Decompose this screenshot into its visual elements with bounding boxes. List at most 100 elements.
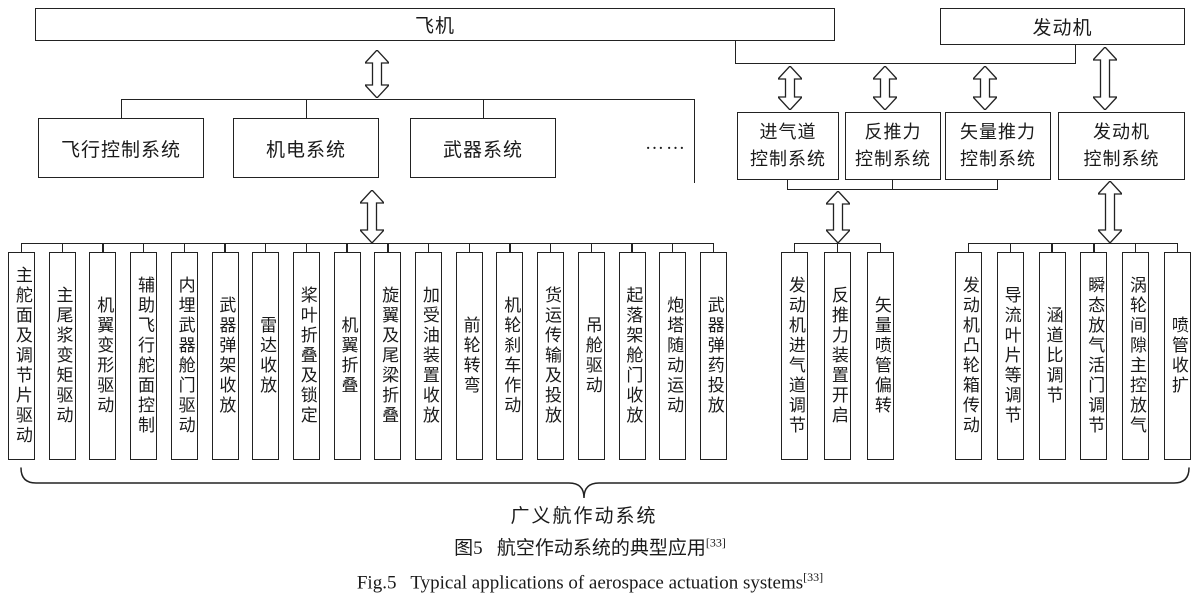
caption-en-ref: [33] [803, 570, 824, 584]
connector-line [735, 41, 737, 64]
connector-line [892, 180, 894, 190]
connector-line [694, 99, 696, 183]
caption-en-text: Fig.5 Typical applications of aerospace … [356, 572, 804, 594]
actuation-label: 涵道比调节 [1043, 306, 1063, 406]
box-label: 武器系统 [442, 139, 523, 161]
box-vector-thrust-control-system: 矢量推力 控制系统 [945, 112, 1051, 180]
connector-line [787, 180, 789, 190]
actuation-label: 武器弹架收放 [216, 296, 236, 416]
double-arrow-engine-actuation [1098, 181, 1122, 243]
actuation-box: 机翼变形驱动 [89, 244, 117, 460]
caption-zh-ref: [33] [705, 535, 726, 550]
actuation-label: 加受油装置收放 [419, 286, 439, 426]
caption-zh-text: 图5 航空作动系统的典型应用 [454, 538, 706, 559]
actuation-label: 矢量喷管偏转 [871, 296, 891, 416]
actuation-box: 吊舱驱动 [577, 244, 605, 460]
box-thrust-reverser-control-system: 反推力 控制系统 [845, 112, 941, 180]
double-arrow-aircraft-systems [365, 50, 389, 98]
actuation-label: 导流叶片等调节 [1001, 286, 1021, 426]
box-label: 发动机 控制系统 [1083, 122, 1160, 169]
connector-line [121, 99, 695, 101]
actuation-label: 喷管收扩 [1168, 316, 1188, 396]
actuation-label: 起落架舱门收放 [623, 286, 643, 426]
actuation-box: 货运传输及投放 [537, 244, 565, 460]
box-weapon-system: 武器系统 [410, 118, 556, 178]
box-label: 进气道 控制系统 [750, 122, 826, 169]
actuation-label: 瞬态放气活门调节 [1085, 276, 1105, 436]
actuation-box: 武器弹架收放 [211, 244, 239, 460]
double-arrow-vector-thrust-control [973, 66, 997, 110]
double-arrow-inlet-control [778, 66, 802, 110]
under-brace [20, 467, 1190, 499]
box-flight-control-system: 飞行控制系统 [38, 118, 204, 178]
actuation-box: 前轮转弯 [455, 244, 483, 460]
box-electromechanical-system: 机电系统 [233, 118, 379, 178]
actuation-box: 内埋武器舱门驱动 [170, 244, 198, 460]
box-label: 机电系统 [265, 139, 346, 161]
box-engine-control-system: 发动机 控制系统 [1058, 112, 1185, 180]
actuation-box: 武器弹药投放 [699, 244, 727, 460]
actuation-label: 武器弹药投放 [704, 296, 724, 416]
connector-line [483, 99, 485, 118]
actuation-box: 主尾浆变矩驱动 [48, 244, 76, 460]
double-arrow-engine-control [1093, 47, 1117, 110]
connector-line [21, 243, 714, 245]
box-engine: 发动机 [940, 8, 1185, 45]
actuation-label: 内埋武器舱门驱动 [175, 276, 195, 436]
actuation-label: 反推力装置开启 [828, 286, 848, 426]
actuation-label: 主尾浆变矩驱动 [53, 286, 73, 426]
figure-caption-en: Fig.5 Typical applications of aerospace … [0, 570, 1180, 594]
actuation-box: 加受油装置收放 [415, 244, 443, 460]
actuation-label: 辅助飞行舵面控制 [134, 276, 154, 436]
actuation-group-propulsion: 发动机进气道调节 反推力装置开启 矢量喷管偏转 [781, 244, 894, 460]
actuation-label: 主舵面及调节片驱动 [12, 266, 32, 446]
actuation-label: 机翼折叠 [338, 316, 358, 396]
figure-caption-zh: 图5 航空作动系统的典型应用[33] [0, 533, 1180, 560]
actuation-box: 机翼折叠 [333, 244, 361, 460]
actuation-label: 货运传输及投放 [541, 286, 561, 426]
connector-line [787, 189, 998, 191]
ellipsis-more-systems: …… [645, 133, 687, 154]
actuation-box: 雷达收放 [252, 244, 280, 460]
double-arrow-reverser-control [873, 66, 897, 110]
actuation-box: 旋翼及尾梁折叠 [374, 244, 402, 460]
double-arrow-propulsion-actuation [826, 191, 850, 243]
actuation-box: 辅助飞行舵面控制 [130, 244, 158, 460]
actuation-box: 矢量喷管偏转 [867, 244, 894, 460]
connector-line [121, 99, 123, 118]
actuation-label: 炮塔随动运动 [664, 296, 684, 416]
actuation-box: 发动机凸轮箱传动 [955, 244, 982, 460]
actuation-box: 起落架舱门收放 [618, 244, 646, 460]
actuation-label: 发动机进气道调节 [785, 276, 805, 436]
actuation-label: 前轮转弯 [460, 316, 480, 396]
actuation-label: 涡轮间隙主控放气 [1127, 276, 1147, 436]
box-inlet-control-system: 进气道 控制系统 [737, 112, 839, 180]
actuation-box: 炮塔随动运动 [659, 244, 687, 460]
actuation-label: 吊舱驱动 [582, 316, 602, 396]
actuation-label: 机翼变形驱动 [94, 296, 114, 416]
box-aircraft-label: 飞机 [414, 16, 455, 37]
actuation-box: 涵道比调节 [1038, 244, 1066, 460]
actuation-box: 桨叶折叠及锁定 [292, 244, 320, 460]
actuation-box: 喷管收扩 [1163, 244, 1191, 460]
actuation-label: 发动机凸轮箱传动 [959, 276, 979, 436]
actuation-box: 主舵面及调节片驱动 [8, 244, 35, 460]
actuation-box: 导流叶片等调节 [996, 244, 1024, 460]
actuation-box: 反推力装置开启 [824, 244, 851, 460]
box-label: 矢量推力 控制系统 [960, 122, 1036, 169]
actuation-label: 雷达收放 [257, 316, 277, 396]
actuation-box: 涡轮间隙主控放气 [1122, 244, 1150, 460]
actuation-box: 发动机进气道调节 [781, 244, 808, 460]
box-engine-label: 发动机 [1032, 18, 1093, 39]
brace-label: 广义航作动系统 [510, 506, 658, 527]
actuation-label: 机轮刹车作动 [501, 296, 521, 416]
connector-line [735, 63, 1076, 65]
connector-line [997, 180, 999, 190]
actuation-group-aircraft: 主舵面及调节片驱动 主尾浆变矩驱动 机翼变形驱动 辅助飞行舵面控制 内埋武器舱门… [8, 244, 727, 460]
actuation-label: 旋翼及尾梁折叠 [379, 286, 399, 426]
box-label: 飞行控制系统 [60, 139, 181, 161]
actuation-box: 机轮刹车作动 [496, 244, 524, 460]
box-label: 反推力 控制系统 [855, 122, 931, 169]
actuation-group-engine: 发动机凸轮箱传动 导流叶片等调节 涵道比调节 瞬态放气活门调节 涡轮间隙主控放气… [955, 244, 1191, 460]
